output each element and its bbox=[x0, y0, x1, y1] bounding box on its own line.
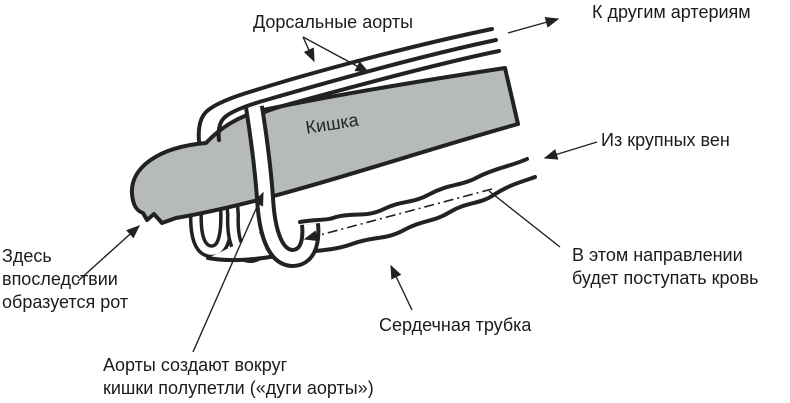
arrow-to-other-arteries bbox=[507, 17, 560, 34]
blood-flow-dashed-arrow bbox=[303, 188, 493, 242]
dorsal-aortas-label: Дорсальные аорты bbox=[253, 12, 414, 32]
heart-tube-label: Сердечная трубка bbox=[379, 315, 532, 335]
arrow-aortic-arches bbox=[192, 191, 264, 353]
arrow-heart-tube bbox=[390, 264, 413, 311]
arrow-dorsal-2 bbox=[302, 36, 370, 73]
blood-direction-label: В этом направлении будет поступать кровь bbox=[572, 245, 759, 288]
gut-tube-shape bbox=[129, 66, 520, 225]
arrow-dorsal-1 bbox=[302, 36, 315, 63]
mouth-site-label: Здесь впоследствии образуется рот bbox=[2, 246, 129, 312]
leader-blood-direction bbox=[488, 190, 561, 248]
aortic-arch-loop-front bbox=[244, 105, 321, 269]
aortic-arches-label: Аорты создают вокруг кишки полупетли («д… bbox=[103, 355, 374, 398]
from-large-veins-label: Из крупных вен bbox=[601, 130, 730, 150]
arrow-mouth-site bbox=[77, 225, 141, 282]
arrow-from-veins bbox=[543, 141, 598, 160]
to-other-arteries-label: К другим артериям bbox=[592, 2, 751, 22]
leader-arrows bbox=[77, 17, 598, 353]
